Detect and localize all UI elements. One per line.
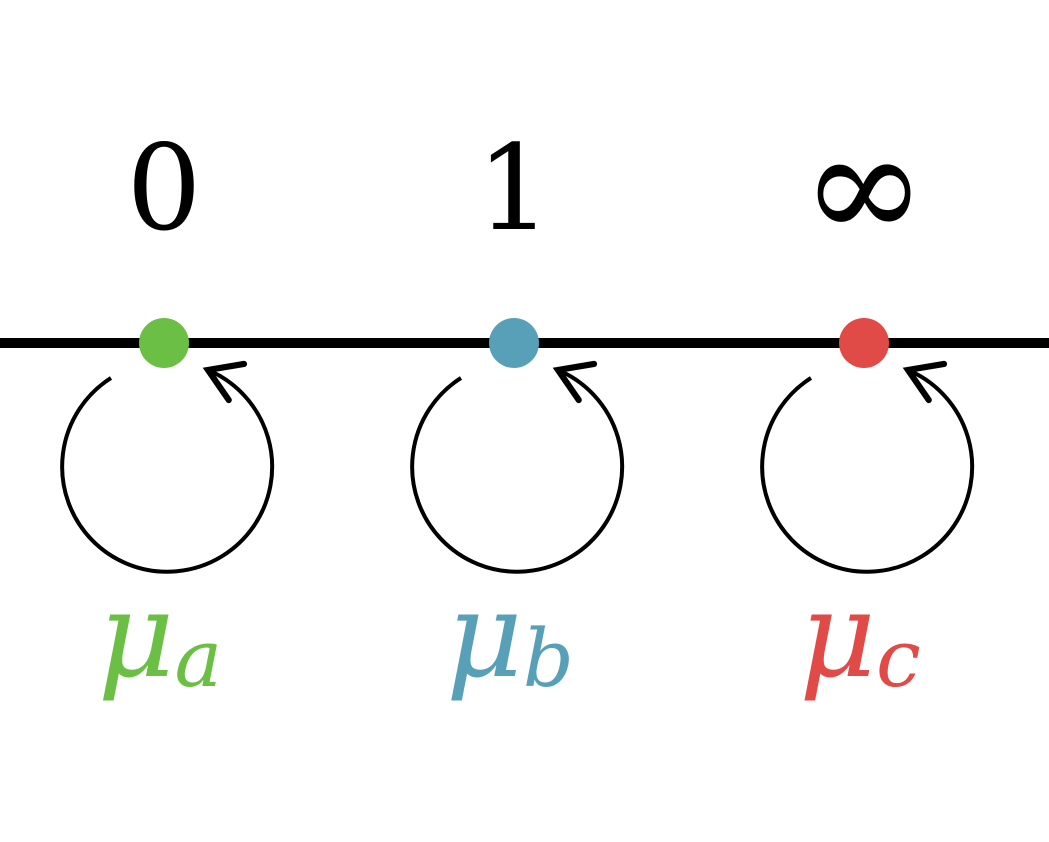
- mu-symbol-a: μ: [98, 566, 175, 704]
- point-label-0: 0: [126, 119, 201, 257]
- monodromy-loop-b: [410, 360, 625, 574]
- generator-label-b: μb: [446, 566, 574, 705]
- mu-subscript-b: b: [523, 612, 574, 705]
- generator-label-c: μc: [799, 566, 921, 705]
- monodromy-loop-a: [60, 360, 275, 574]
- marked-point-infinity: [839, 318, 889, 368]
- point-label-infinity: ∞: [802, 100, 927, 274]
- point-label-1: 1: [476, 119, 551, 257]
- generator-label-a: μa: [98, 566, 222, 705]
- mu-symbol-c: μ: [799, 566, 876, 704]
- marked-point-1: [489, 318, 539, 368]
- mu-subscript-a: a: [175, 612, 223, 705]
- monodromy-loop-c: [760, 360, 975, 574]
- mu-symbol-b: μ: [446, 566, 523, 704]
- marked-point-0: [139, 318, 189, 368]
- mu-subscript-c: c: [876, 612, 921, 705]
